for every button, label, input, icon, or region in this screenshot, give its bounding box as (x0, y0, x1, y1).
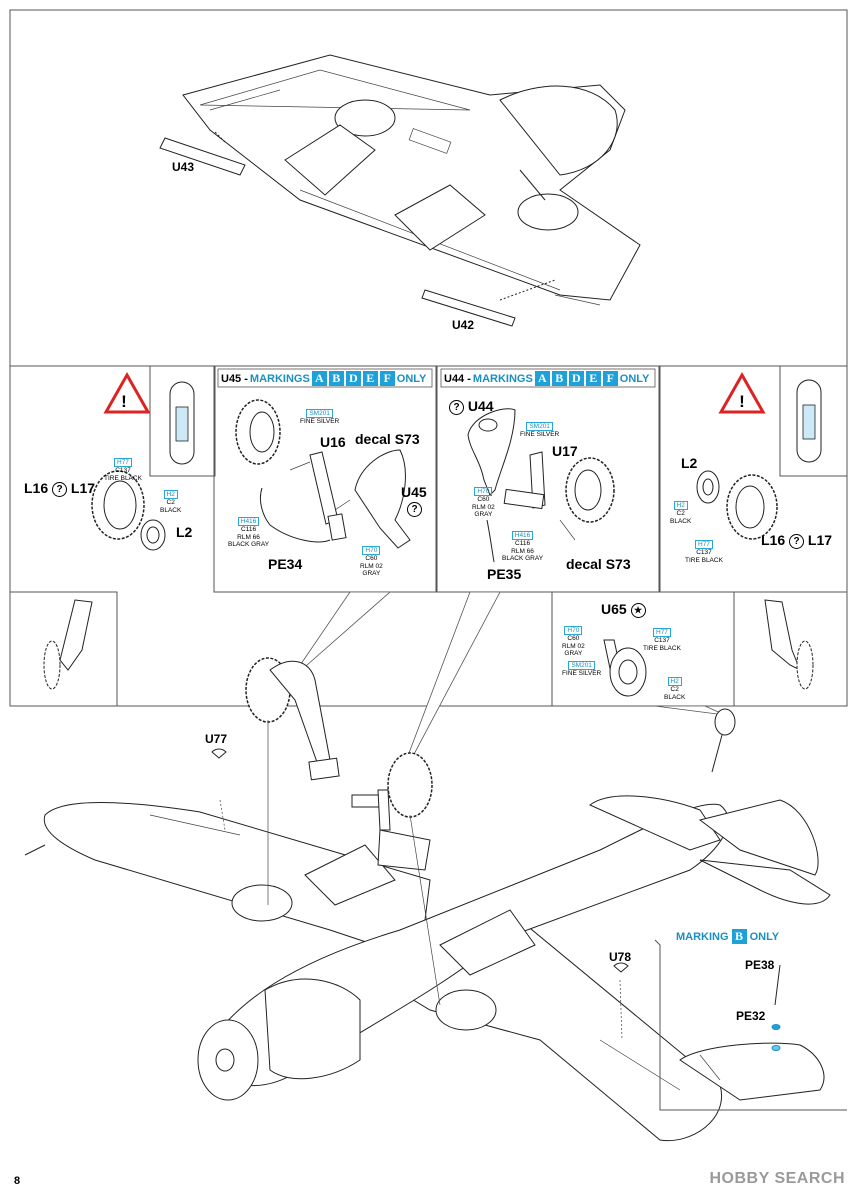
marking-letter-b: B (731, 929, 747, 944)
label-u17: U17 (552, 443, 578, 459)
middle-band-frame (9, 365, 848, 707)
marking-letter-b: B (551, 371, 567, 386)
paint-h70-u45: H70 C60 RLM 02 GRAY (360, 546, 383, 577)
marking-letter-f: F (379, 371, 395, 386)
paint-hub-left: H2 C2 BLACK (160, 490, 182, 514)
label-u16: U16 (320, 434, 346, 450)
paint-tire-left: H77 C137 TIRE BLACK (104, 458, 142, 482)
paint-sm201-u45: SM201 FINE SILVER (300, 409, 340, 425)
top-wing-drawing (159, 54, 641, 327)
page-number: 8 (14, 1175, 21, 1187)
label-decal-s73-u44: decal S73 (566, 556, 631, 572)
marking-letter-e: E (362, 371, 378, 386)
left-wheel-drawing: ! (91, 365, 216, 551)
u44-drawing (436, 365, 660, 593)
marking-letter-d: D (568, 371, 584, 386)
paint-h70-u65: H70 C60 RLM 02 GRAY (562, 626, 585, 657)
label-l16-right: L16 ? L17 (761, 532, 833, 549)
option-icon: ? (789, 533, 805, 549)
u45-drawing (213, 365, 437, 593)
marking-b-header: MARKING B ONLY (676, 929, 780, 944)
u44-header: U44 - MARKINGS A B D E F ONLY (444, 371, 650, 386)
label-u43: U43 (172, 160, 195, 174)
label-l2-left: L2 (176, 524, 193, 540)
label-u45: U45 ? (401, 484, 427, 517)
right-strut-drawing (733, 591, 848, 707)
label-u77: U77 (205, 732, 228, 746)
marking-letter-a: A (311, 371, 327, 386)
marking-letter-b: B (328, 371, 344, 386)
star-icon: ★ (630, 602, 646, 618)
tailwheel-drawing (551, 591, 735, 707)
label-l2-right: L2 (681, 455, 698, 471)
option-icon: ? (52, 481, 68, 497)
marking-letter-e: E (585, 371, 601, 386)
label-u44: ? U44 (449, 398, 494, 415)
u45-header: U45 - MARKINGS A B D E F ONLY (221, 371, 427, 386)
paint-h70-u44: H70 C60 RLM 02 GRAY (472, 487, 495, 518)
label-u78: U78 (609, 950, 632, 964)
label-decal-s73-u45: decal S73 (355, 431, 420, 447)
paint-h2-u65: H2 C2 BLACK (664, 677, 686, 701)
label-pe38: PE38 (745, 958, 775, 972)
label-u42: U42 (452, 318, 475, 332)
marking-letter-d: D (345, 371, 361, 386)
marking-b-drawing (654, 939, 847, 1111)
label-pe34: PE34 (268, 556, 303, 572)
option-icon: ? (407, 501, 422, 517)
paint-tire-right: H77 C137 TIRE BLACK (685, 540, 723, 564)
svg-text:!: ! (739, 392, 745, 411)
label-l16-left: L16 ? L17 (24, 480, 96, 497)
option-icon: ? (449, 399, 464, 415)
right-wheel-drawing: ! (659, 365, 848, 593)
paint-sm201-u44: SM201 FINE SILVER (520, 422, 560, 438)
paint-hub-right: H2 C2 BLACK (670, 501, 692, 525)
paint-sm201-u65: SM201 FINE SILVER (562, 661, 602, 677)
paint-h416-u44: H416 C116 RLM 66 BLACK GRAY (502, 531, 544, 562)
label-u65: U65 ★ (601, 601, 646, 618)
marking-letter-f: F (602, 371, 618, 386)
marking-letter-a: A (534, 371, 550, 386)
svg-text:!: ! (121, 392, 127, 411)
main-aircraft-drawing (24, 657, 831, 1142)
paint-h416-u45: H416 C116 RLM 66 BLACK GRAY (228, 517, 270, 548)
label-pe35: PE35 (487, 566, 522, 582)
left-strut-drawing (9, 591, 118, 707)
label-pe32: PE32 (736, 1009, 766, 1023)
paint-h77-u65: H77 C137 TIRE BLACK (643, 628, 681, 652)
watermark: HOBBY SEARCH (709, 1170, 845, 1187)
